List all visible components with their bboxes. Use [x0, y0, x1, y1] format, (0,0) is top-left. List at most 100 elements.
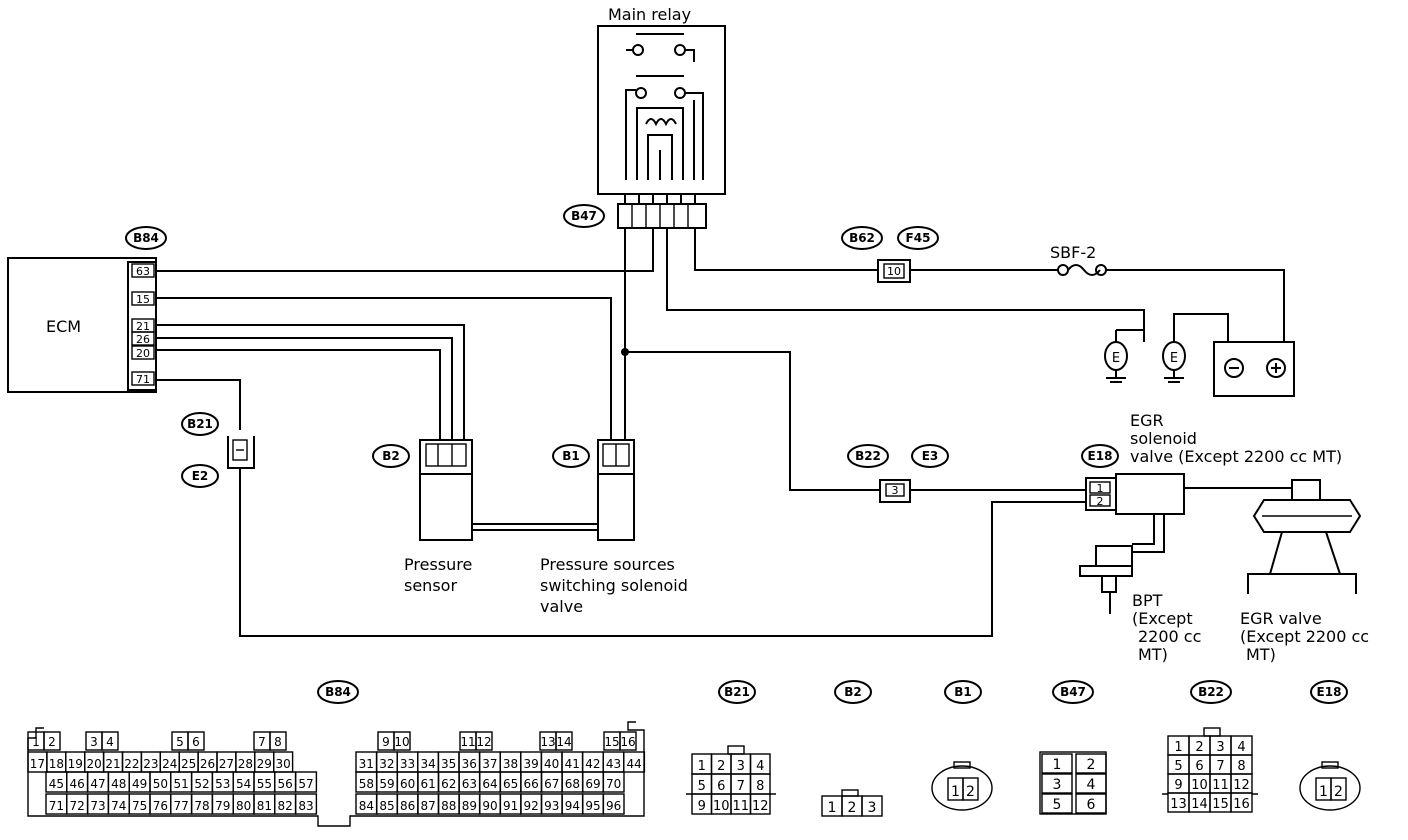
pin-number: 45 [49, 777, 64, 791]
pin-cell [43, 731, 61, 751]
ground-1: E [1104, 329, 1144, 383]
pin-number: 27 [219, 757, 234, 771]
pin-cell [555, 731, 573, 751]
pin-cell [475, 731, 493, 751]
pin-number: 23 [143, 757, 158, 771]
pin-number: 61 [421, 777, 436, 791]
pin-number: 49 [132, 777, 147, 791]
pin-cell [393, 731, 411, 751]
pin-number: 88 [441, 799, 456, 813]
svg-text:E3: E3 [922, 449, 939, 463]
pin-number: 3 [1216, 740, 1224, 755]
pin-number: 3 [90, 735, 98, 749]
pin-number: 2 [48, 735, 56, 749]
pin-number: 8 [274, 735, 282, 749]
svg-text:B21: B21 [724, 685, 750, 699]
pin-number: 82 [278, 799, 293, 813]
svg-text:MT): MT) [1138, 645, 1168, 664]
svg-text:EGR: EGR [1130, 411, 1164, 430]
pin-number: 89 [462, 799, 477, 813]
pin-number: 20 [87, 757, 102, 771]
pin-number: 59 [379, 777, 394, 791]
bpt-valve: BPT (Except 2200 cc MT) [1079, 545, 1201, 664]
pin-cell [1075, 753, 1107, 774]
pin-number: 15 [1212, 797, 1229, 812]
svg-text:2: 2 [1097, 495, 1104, 508]
svg-text:E: E [1112, 351, 1120, 366]
pin-cell [294, 793, 318, 815]
svg-text:switching solenoid: switching solenoid [540, 576, 688, 595]
svg-text:B1: B1 [562, 449, 580, 463]
pin-number: 5 [1174, 759, 1182, 774]
connector-e3: 3 [879, 479, 911, 503]
badge-b1: B1 [552, 444, 590, 468]
pin-number: 41 [565, 757, 580, 771]
pin-number: 6 [1195, 759, 1203, 774]
pin-number: 4 [106, 735, 114, 749]
ecm-label: ECM [46, 317, 81, 336]
pin-cell [749, 793, 771, 815]
pin-cell [1330, 777, 1347, 801]
pin-number: 83 [298, 799, 313, 813]
pin-cell [619, 731, 637, 751]
svg-text:B21: B21 [187, 417, 213, 431]
svg-text:(Except 2200 cc: (Except 2200 cc [1240, 627, 1369, 646]
pin-number: 12 [1233, 778, 1250, 793]
ecm-pin-26: 26 [136, 333, 150, 346]
svg-text:3: 3 [892, 484, 899, 497]
pin-number: 6 [1087, 797, 1096, 813]
badge-e2: E2 [181, 464, 219, 488]
egr-solenoid-valve: EGR solenoid valve (Except 2200 cc MT) 1… [1085, 411, 1342, 515]
badge-b84: B84 [125, 226, 167, 250]
ecm-pin-71: 71 [136, 373, 150, 386]
pin-number: 67 [544, 777, 559, 791]
pin-cell [1041, 753, 1073, 774]
pin-number: 36 [462, 757, 477, 771]
pin-number: 60 [400, 777, 415, 791]
pin-number: 63 [462, 777, 477, 791]
pin-number: 19 [68, 757, 83, 771]
ecm-pin-20: 20 [136, 347, 150, 360]
pin-number: 4 [1237, 740, 1245, 755]
svg-text:B22: B22 [855, 449, 881, 463]
pin-number: 62 [441, 777, 456, 791]
pin-number: 11 [1212, 778, 1229, 793]
pin-number: 51 [174, 777, 189, 791]
pin-number: 32 [379, 757, 394, 771]
pin-number: 76 [153, 799, 168, 813]
pin-number: 4 [1087, 777, 1096, 793]
pin-number: 64 [482, 777, 497, 791]
pin-number: 3 [737, 759, 745, 774]
pin-number: 78 [194, 799, 209, 813]
svg-text:Pressure: Pressure [404, 555, 472, 574]
pin-number: 13 [1170, 797, 1187, 812]
pin-cell [623, 751, 646, 773]
battery [1213, 341, 1295, 397]
pin-number: 85 [379, 799, 394, 813]
svg-text:valve: valve [540, 597, 583, 616]
pin-cell [602, 771, 625, 793]
pin-number: 21 [105, 757, 120, 771]
pin-number: 70 [606, 777, 621, 791]
pin-number: 66 [524, 777, 539, 791]
svg-text:sensor: sensor [404, 576, 457, 595]
pin-number: 3 [868, 800, 877, 816]
svg-text:E: E [1170, 351, 1178, 366]
pin-number: 9 [698, 799, 706, 814]
pin-number: 35 [441, 757, 456, 771]
main-relay: Main relay [597, 5, 726, 229]
pin-number: 40 [544, 757, 559, 771]
svg-text:F45: F45 [906, 231, 931, 245]
pin-number: 10 [713, 799, 730, 814]
badge-b22: B22 [847, 444, 889, 468]
pin-number: 14 [1191, 797, 1208, 812]
pin-number: 1 [1174, 740, 1182, 755]
svg-text:B47: B47 [1060, 685, 1086, 699]
svg-text:1: 1 [1097, 482, 1104, 495]
pin-cell [861, 795, 883, 817]
svg-text:EGR valve: EGR valve [1240, 609, 1322, 628]
